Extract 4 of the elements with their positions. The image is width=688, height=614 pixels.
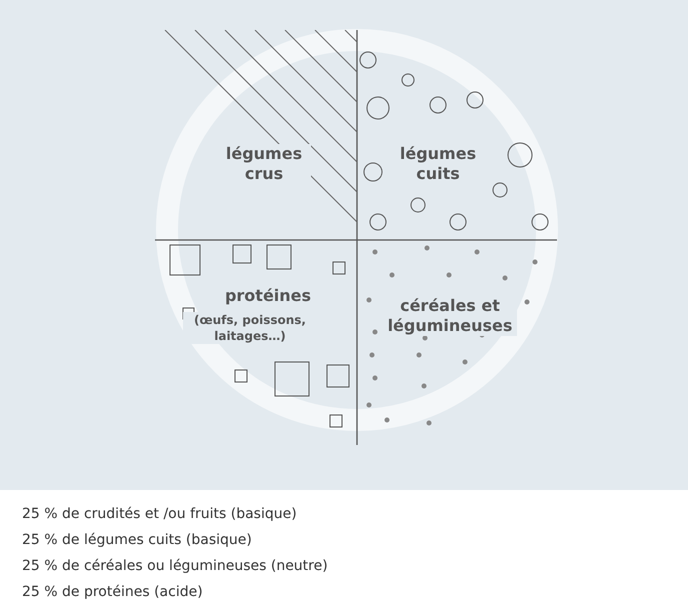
portion-note: 25 % de protéines (acide) <box>22 584 203 600</box>
portion-note: 25 % de crudités et /ou fruits (basique) <box>22 506 297 522</box>
portion-note: 25 % de céréales ou légumineuses (neutre) <box>22 558 328 574</box>
portion-note: 25 % de légumes cuits (basique) <box>22 532 252 548</box>
